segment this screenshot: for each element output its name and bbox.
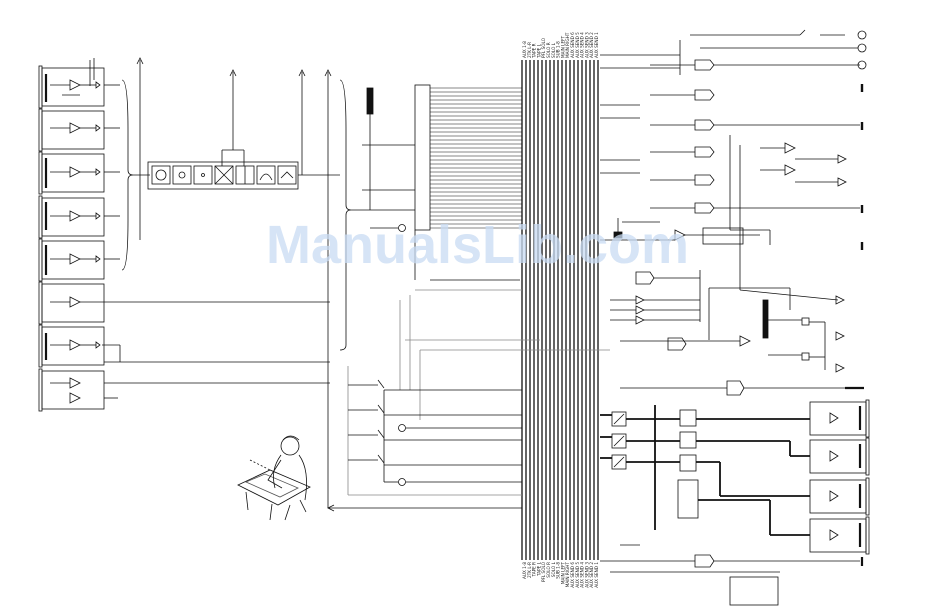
channel-module-3 xyxy=(38,151,105,195)
bus-label: SOLO R xyxy=(546,42,551,58)
bus-label: 2TK L-R xyxy=(527,562,532,578)
talkback-mic xyxy=(600,218,760,245)
bus-label: AUX SEND 6 xyxy=(570,32,575,58)
bus-label: AUX SEND 4 xyxy=(580,562,585,588)
vertical-busses xyxy=(521,60,599,560)
switch-matrix xyxy=(348,379,522,486)
bus-label: SUB 1-8 xyxy=(556,41,561,58)
channel-modules xyxy=(38,65,105,412)
bus-label: AUX SEND 5 xyxy=(575,562,580,588)
channel-module-4 xyxy=(38,195,105,239)
bus-label: SOLO L xyxy=(551,42,556,58)
bus-label: PFL SOLO xyxy=(541,37,546,58)
bus-label: AUX 1-8 xyxy=(522,562,527,579)
channel-module-7 xyxy=(38,324,105,368)
bus-label: AUX SEND 3 xyxy=(584,562,589,588)
bus-label: AUX SEND 4 xyxy=(580,32,585,58)
bus-label: MAIN RIGHT xyxy=(565,562,570,588)
bus-label: AUX SEND 1 xyxy=(594,562,599,588)
bus-label: PFL SOLO xyxy=(541,561,546,582)
channel-module-6 xyxy=(38,281,105,325)
processing-chain xyxy=(133,60,340,240)
bus-block xyxy=(351,84,520,281)
bus-label: MAIN LEFT xyxy=(560,36,565,58)
bus-label: MAIN LEFT xyxy=(560,562,565,584)
aux-send-outputs xyxy=(600,40,860,214)
bus-label: AUX 1-8 xyxy=(522,41,527,58)
bus-label: SUB 1-8 xyxy=(556,562,561,579)
bus-label: TAPE R xyxy=(532,43,537,59)
bus-label: AUX SEND 5 xyxy=(575,32,580,58)
bus-label: AUX SEND 2 xyxy=(589,32,594,58)
channel-module-5 xyxy=(38,238,105,282)
bus-label: TAPE L xyxy=(536,43,541,59)
draftsman-illustration xyxy=(237,435,311,521)
bus-label: SOLO R xyxy=(546,562,551,578)
bus-label: AUX SEND 6 xyxy=(570,562,575,588)
bus-label: AUX SEND 1 xyxy=(594,32,599,58)
channel-module-8 xyxy=(38,368,105,412)
channel-module-1 xyxy=(38,65,105,109)
bus-label: TAPE L xyxy=(536,561,541,577)
bus-label: AUX SEND 2 xyxy=(589,562,594,588)
bus-label: SOLO L xyxy=(551,561,556,577)
channel-module-2 xyxy=(38,108,105,152)
bus-label: AUX SEND 3 xyxy=(584,32,589,58)
bus-label: MAIN RIGHT xyxy=(565,32,570,58)
bus-label: TAPE R xyxy=(532,562,537,578)
bus-label: 2TK L-R xyxy=(527,42,532,58)
